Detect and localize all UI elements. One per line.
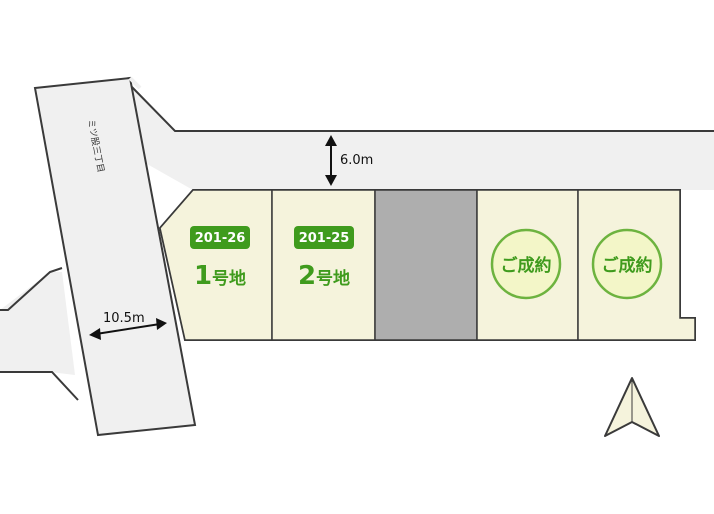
main-road-width-label: 10.5m <box>103 311 145 326</box>
side-road <box>130 85 714 190</box>
lot-2-title: 2号地 <box>298 261 350 291</box>
lot-1-badge-text: 201-26 <box>195 231 246 246</box>
main-road <box>33 76 197 437</box>
side-road-width-dimension <box>325 135 337 186</box>
lot-1-title: 1号地 <box>194 261 246 291</box>
lot-2-badge <box>294 226 354 249</box>
lot-1-area[interactable] <box>159 189 273 341</box>
lot-2-suffix: 号地 <box>316 268 350 289</box>
lot-3-area <box>374 189 478 341</box>
lot-1-badge <box>190 226 250 249</box>
lot-1-number: 1 <box>194 261 212 291</box>
main-road-width-dimension <box>89 318 167 340</box>
lot-5-sold-badge <box>591 228 663 300</box>
lot-1-suffix: 号地 <box>212 268 246 289</box>
left-spur-road <box>0 272 75 375</box>
side-road-top-edge <box>127 82 714 132</box>
lot-5-sold-label: ご成約 <box>602 255 653 276</box>
north-arrow-icon <box>604 377 660 437</box>
lot-4-sold-badge <box>490 228 562 300</box>
left-spur-road-edge-top <box>0 267 63 311</box>
lot-2-area[interactable] <box>271 189 376 341</box>
lot-4-sold-label: ご成約 <box>501 255 552 276</box>
lot-2-number: 2 <box>298 261 316 291</box>
side-road-width-label: 6.0m <box>340 153 373 168</box>
left-spur-road-edge-bottom <box>0 371 79 401</box>
lot-2-badge-text: 201-25 <box>299 231 350 246</box>
